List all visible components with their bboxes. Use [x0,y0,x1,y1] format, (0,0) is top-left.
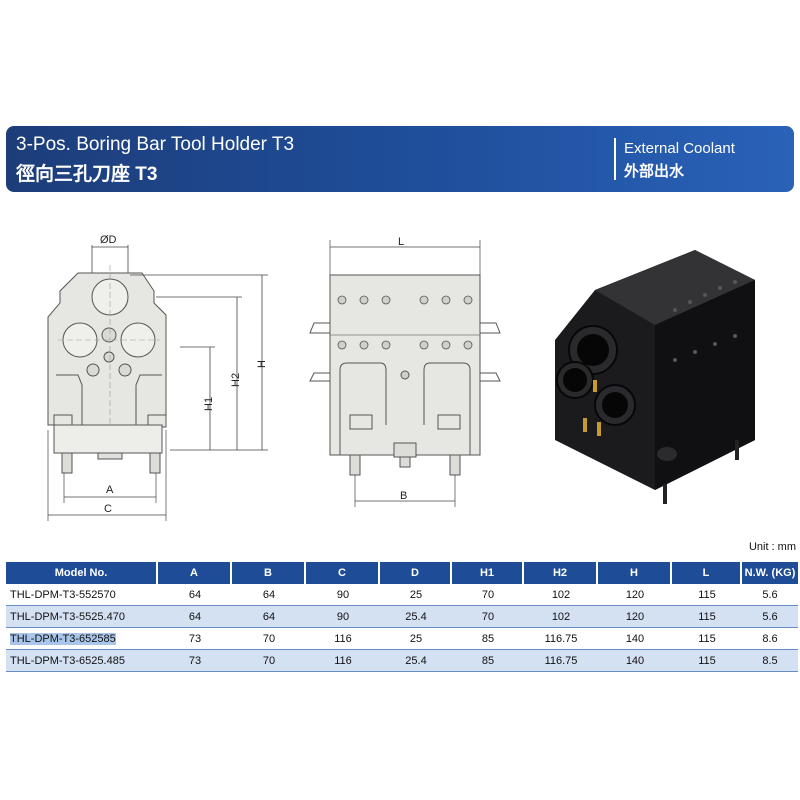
banner-divider [614,138,616,180]
cell-h1: 85 [452,628,524,650]
cell-b: 70 [232,628,306,650]
side-view-drawing: L B [309,236,501,507]
dim-c-label: C [104,503,112,515]
page-title: 3-Pos. Boring Bar Tool Holder T3 [16,134,295,155]
table-row: THL-DPM-T3-5525.470 64 64 90 25.4 70 102… [6,606,798,628]
header-banner: 3-Pos. Boring Bar Tool Holder T3 徑向三孔刀座 … [6,126,794,192]
selected-model-text[interactable]: THL-DPM-T3-652585 [10,632,116,645]
dim-h2-label: H2 [230,373,242,387]
cell-h2: 116.75 [524,650,598,672]
cell-d: 25 [380,628,452,650]
page-title-chinese: 徑向三孔刀座 T3 [16,164,158,185]
cell-h2: 116.75 [524,628,598,650]
dim-h-label: H [256,360,268,368]
column-header-l: L [672,562,742,584]
cell-h: 140 [598,650,672,672]
table-row: THL-DPM-T3-552570 64 64 90 25 70 102 120… [6,584,798,606]
dim-h1-label: H1 [203,397,215,411]
cell-d: 25 [380,584,452,606]
cell-l: 115 [672,650,742,672]
front-view-drawing: ØD H1 H2 H A C [47,234,268,521]
cell-a: 73 [158,628,232,650]
cell-weight: 8.6 [742,628,798,650]
cell-c: 116 [306,628,380,650]
cell-h1: 85 [452,650,524,672]
cell-weight: 5.6 [742,606,798,628]
cell-model[interactable]: THL-DPM-T3-652585 [6,628,158,650]
cell-h1: 70 [452,584,524,606]
column-header-b: B [232,562,306,584]
cell-l: 115 [672,606,742,628]
cell-b: 64 [232,606,306,628]
cell-a: 73 [158,650,232,672]
cell-h: 140 [598,628,672,650]
cell-model: THL-DPM-T3-552570 [6,584,158,606]
cell-weight: 5.6 [742,584,798,606]
cell-l: 115 [672,628,742,650]
cell-a: 64 [158,584,232,606]
column-header-h1: H1 [452,562,524,584]
specification-table: Model No. A B C D H1 H2 H L N.W. (KG) TH… [6,562,798,672]
column-header-h2: H2 [524,562,598,584]
cell-b: 64 [232,584,306,606]
dim-l-label: L [398,236,404,248]
table-header-row: Model No. A B C D H1 H2 H L N.W. (KG) [6,562,798,584]
cell-c: 90 [306,584,380,606]
cell-c: 90 [306,606,380,628]
cell-weight: 8.5 [742,650,798,672]
column-header-d: D [380,562,452,584]
dim-d-label: ØD [100,234,117,246]
table-row: THL-DPM-T3-6525.485 73 70 116 25.4 85 11… [6,650,798,672]
table-row-selected[interactable]: THL-DPM-T3-652585 73 70 116 25 85 116.75… [6,628,798,650]
cell-c: 116 [306,650,380,672]
cell-h1: 70 [452,606,524,628]
cell-d: 25.4 [380,606,452,628]
product-render-image [555,250,755,504]
cell-a: 64 [158,606,232,628]
column-header-h: H [598,562,672,584]
cell-d: 25.4 [380,650,452,672]
column-header-a: A [158,562,232,584]
cell-b: 70 [232,650,306,672]
column-header-c: C [306,562,380,584]
column-header-weight: N.W. (KG) [742,562,798,584]
column-header-model: Model No. [6,562,158,584]
cell-h: 120 [598,606,672,628]
cell-h2: 102 [524,584,598,606]
cell-h: 120 [598,584,672,606]
cell-model: THL-DPM-T3-6525.485 [6,650,158,672]
unit-label: Unit : mm [748,541,796,553]
cell-l: 115 [672,584,742,606]
coolant-label: External Coolant [624,140,735,157]
dim-a-label: A [106,484,114,496]
cell-model: THL-DPM-T3-5525.470 [6,606,158,628]
dim-b-label: B [400,490,407,502]
coolant-label-chinese: 外部出水 [624,163,685,180]
cell-h2: 102 [524,606,598,628]
